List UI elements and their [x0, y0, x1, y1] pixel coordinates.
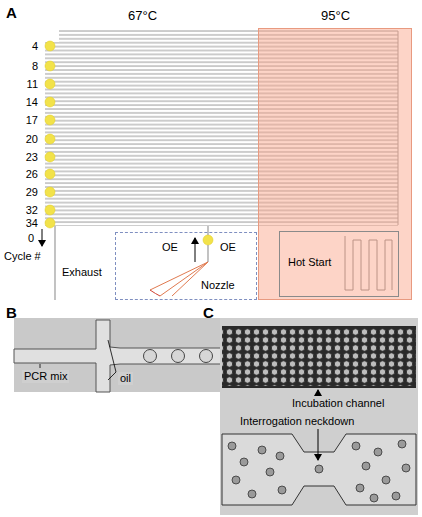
cycle-number: 8	[16, 60, 38, 73]
node-text: Nozzle	[201, 279, 235, 292]
node-text: OE	[162, 241, 178, 254]
cycle-number: 32	[16, 204, 38, 217]
temperature-label: 67°C	[128, 8, 157, 23]
node-text: OE	[220, 241, 236, 254]
cycle-number: 17	[16, 114, 38, 127]
callout-label: Incubation channel	[292, 397, 384, 410]
cycle-number: 11	[16, 78, 38, 91]
nozzle-box: OE OE Nozzle	[115, 232, 257, 300]
cycle-number: 29	[16, 186, 38, 199]
cycle-number: 0	[22, 232, 34, 245]
heated-zone: 95°CHot Start	[258, 28, 412, 300]
node-text: 95°C	[321, 8, 350, 23]
panel-letter: C	[203, 304, 214, 321]
hot-start-box: Hot Start	[279, 231, 399, 297]
callout-label: Interrogation neckdown	[240, 415, 354, 428]
cycle-number: 23	[16, 151, 38, 164]
panel-letter: A	[6, 4, 17, 21]
axis-label: Cycle #	[4, 250, 41, 263]
cycle-number: 34	[16, 217, 38, 230]
fluid-label: oil	[118, 372, 133, 385]
cycle-number: 4	[16, 40, 38, 53]
cycle-number: 20	[16, 133, 38, 146]
channel-label: Exhaust	[62, 266, 102, 279]
cycle-number: 14	[16, 96, 38, 109]
cycle-number: 26	[16, 168, 38, 181]
fluid-label: PCR mix	[22, 370, 69, 383]
panel-letter: B	[6, 304, 17, 321]
node-text: Hot Start	[288, 256, 331, 269]
